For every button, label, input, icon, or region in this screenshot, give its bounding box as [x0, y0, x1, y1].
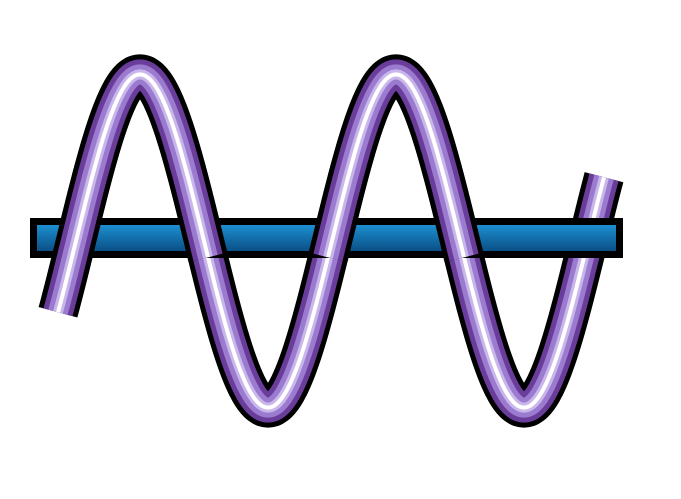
wave-crest-segment — [38, 54, 228, 325]
wave-crests — [38, 54, 484, 325]
wave-crest-segment — [308, 54, 484, 270]
